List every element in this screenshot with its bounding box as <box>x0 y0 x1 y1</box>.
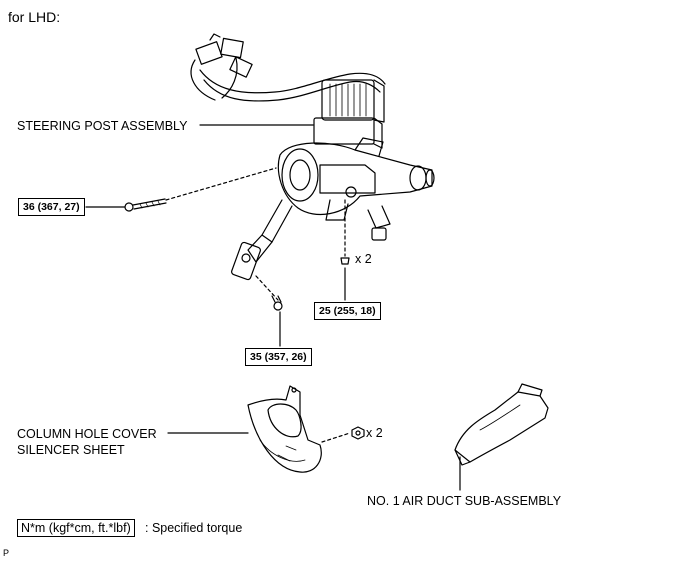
torque-legend-text: : Specified torque <box>145 521 243 535</box>
leader-lines <box>85 124 461 491</box>
label-steering-post-assembly: STEERING POST ASSEMBLY <box>17 119 188 133</box>
assembly-lines <box>165 167 351 443</box>
torque-box-35: 35 (357, 26) <box>245 348 312 366</box>
intermediate-shaft <box>231 199 293 281</box>
quantity-x2-nut: x 2 <box>366 426 383 440</box>
bolt-left <box>124 198 167 212</box>
steering-column-housing <box>277 137 435 241</box>
label-air-duct: NO. 1 AIR DUCT SUB-ASSEMBLY <box>367 494 562 508</box>
nut <box>351 426 365 440</box>
footer-code: P <box>3 548 10 558</box>
power-steering-motor <box>313 79 385 149</box>
bolt-right <box>340 257 350 265</box>
wire-harness <box>190 33 386 102</box>
air-duct <box>454 383 549 466</box>
torque-box-25: 25 (255, 18) <box>314 302 381 320</box>
bolt-bottom <box>271 295 283 311</box>
torque-box-36: 36 (367, 27) <box>18 198 85 216</box>
torque-legend-box: N*m (kgf*cm, ft.*lbf) <box>17 519 135 537</box>
quantity-x2-bolt: x 2 <box>355 252 372 266</box>
column-hole-cover <box>247 385 322 473</box>
label-silencer-sheet: SILENCER SHEET <box>17 443 125 457</box>
label-column-hole-cover: COLUMN HOLE COVER <box>17 427 157 441</box>
page-title: for LHD: <box>8 9 61 25</box>
